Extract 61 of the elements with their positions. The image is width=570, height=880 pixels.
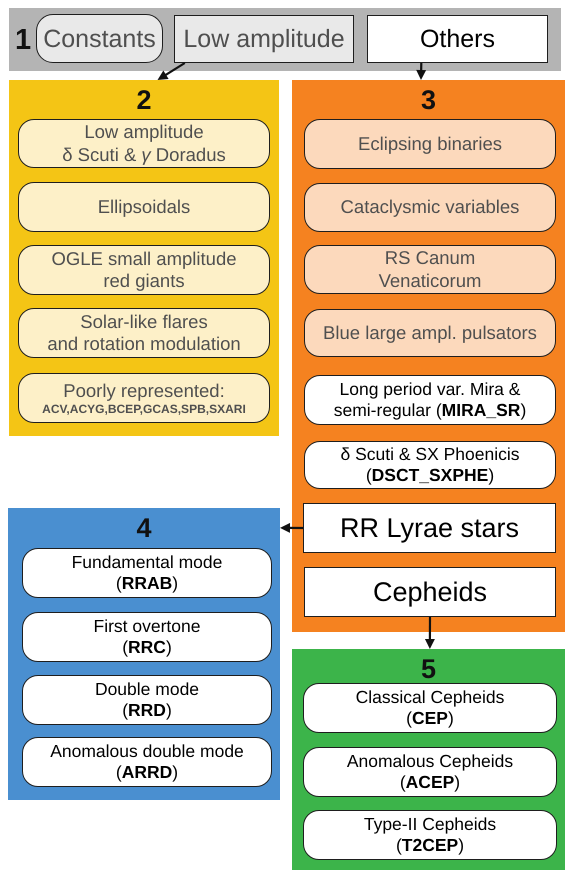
class-box — [22, 737, 272, 787]
class-box — [303, 683, 557, 733]
class-box — [18, 373, 270, 423]
category-box — [304, 567, 556, 617]
group-panel — [9, 80, 279, 436]
class-box — [303, 747, 557, 797]
arrow — [416, 62, 426, 80]
class-label: Solar-like flares and rotation modulation — [47, 310, 241, 356]
arrow — [424, 617, 435, 649]
class-box — [304, 441, 556, 489]
category-label: Cepheids — [372, 576, 488, 608]
class-label: Eclipsing binaries — [358, 132, 502, 156]
category-box — [303, 503, 556, 553]
category-label: Others — [420, 24, 496, 54]
class-box — [36, 14, 163, 63]
class-label: Fundamental mode (RRAB) — [72, 552, 222, 594]
class-label: Double mode (RRD) — [94, 679, 200, 721]
class-label: δ Scuti & SX Phoenicis (DSCT_SXPHE) — [340, 444, 520, 486]
class-label: Type-II Cepheids (T2CEP) — [364, 814, 496, 856]
class-label: Poorly represented: — [63, 380, 225, 402]
class-box — [304, 375, 556, 425]
arrow — [280, 522, 303, 533]
code-list: ACV,ACYG,BCEP,GCAS,SPB,SXARI — [42, 402, 246, 416]
group-number: 1 — [15, 26, 32, 55]
class-box — [304, 183, 556, 232]
group-number: 3 — [420, 87, 436, 114]
arrow — [158, 62, 186, 80]
class-box — [304, 119, 556, 169]
class-box — [18, 308, 270, 358]
class-label: Low amplitude δ Scuti & γ Doradus — [62, 121, 226, 166]
category-label: RR Lyrae stars — [340, 512, 520, 544]
class-box — [18, 245, 270, 295]
class-box — [22, 612, 272, 662]
category-box — [174, 15, 354, 63]
class-label: Constants — [43, 24, 156, 54]
class-label: OGLE small amplitude red giants — [51, 248, 237, 292]
class-label: First overtone (RRC) — [94, 616, 200, 658]
header-band — [9, 8, 561, 71]
class-label: Classical Cepheids (CEP) — [356, 687, 504, 729]
class-label: RS Canum Venaticorum — [378, 247, 482, 292]
class-label: Ellipsoidals — [98, 196, 190, 218]
class-box — [303, 810, 557, 860]
class-label: Long period var. Mira & semi-regular (MIRA_SR) — [334, 379, 526, 421]
group-number: 5 — [420, 656, 436, 683]
class-label: Anomalous double mode (ARRD) — [50, 741, 244, 783]
group-number: 2 — [136, 87, 152, 114]
class-box — [18, 182, 270, 232]
class-label: Anomalous Cepheids (ACEP) — [346, 751, 514, 793]
class-label: Blue large ampl. pulsators — [323, 322, 537, 344]
class-box — [22, 548, 272, 598]
category-label: Low amplitude — [183, 24, 345, 54]
class-box — [304, 309, 556, 357]
group-panel — [292, 649, 565, 870]
category-box — [367, 15, 548, 63]
class-label: Cataclysmic variables — [340, 196, 520, 219]
class-box — [18, 119, 270, 168]
group-panel — [8, 508, 280, 800]
class-box — [22, 675, 272, 725]
group-panel — [292, 80, 565, 632]
group-number: 4 — [136, 515, 152, 542]
class-box — [304, 245, 556, 294]
